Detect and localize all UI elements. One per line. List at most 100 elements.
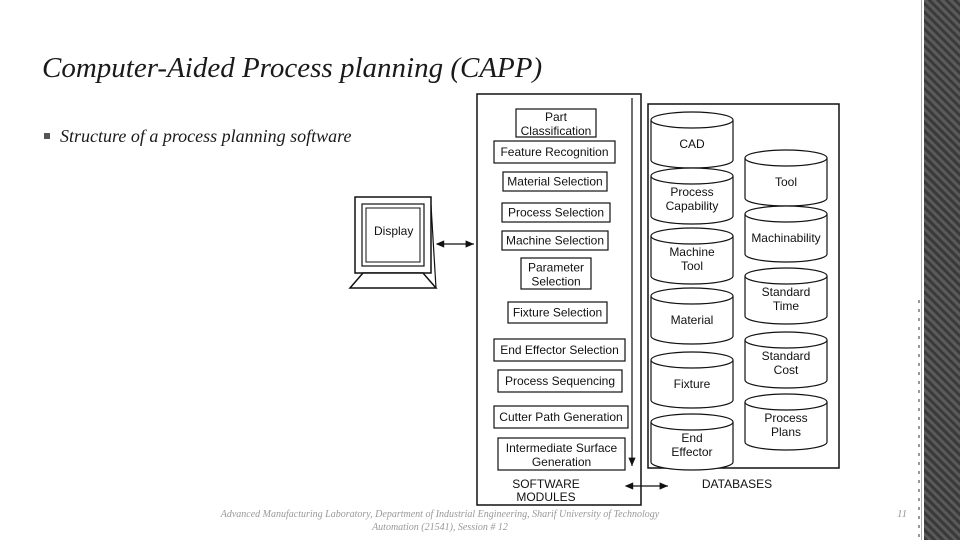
module-label: Machine Selection	[506, 234, 604, 248]
module-box: Feature Recognition	[493, 140, 616, 164]
database-cylinder-icon: Material	[650, 287, 734, 345]
display-monitor-icon	[348, 196, 438, 289]
module-box-outline	[497, 369, 623, 393]
module-box: Fixture Selection	[507, 301, 608, 324]
module-label-line1: Part	[545, 110, 568, 124]
page-number: 11	[897, 508, 908, 520]
module-box-outline	[502, 171, 608, 192]
module-label: Feature Recognition	[500, 145, 608, 159]
bullet-square-icon	[44, 132, 50, 139]
database-label-line1: Process	[764, 411, 807, 425]
module-box-outline	[493, 405, 629, 429]
database-label-line1: Standard	[762, 285, 811, 299]
slide-title: Computer-Aided Process planning (CAPP)	[42, 52, 543, 84]
cylinder-body	[650, 422, 734, 471]
cylinder-body	[744, 402, 828, 451]
module-label-line1: Parameter	[528, 261, 584, 275]
database-cylinder-icon: CAD	[650, 111, 734, 169]
decorative-divider-line	[921, 0, 922, 540]
cylinder-top	[650, 111, 734, 129]
database-label-line2: Capability	[666, 199, 719, 213]
software-modules-label-line1: SOFTWARE	[512, 477, 580, 491]
cylinder-body	[744, 340, 828, 389]
database-label: Material	[671, 313, 714, 327]
bullet-text: Structure of a process planning software	[60, 126, 352, 146]
bullet-item: Structure of a process planning software	[44, 126, 352, 147]
database-cylinder-icon: Tool	[744, 149, 828, 207]
database-label: Tool	[775, 175, 797, 189]
database-cylinder-icon: Machinability	[744, 205, 828, 263]
cylinder-body	[744, 276, 828, 325]
module-box-outline	[507, 301, 608, 324]
cylinder-body	[650, 296, 734, 345]
module-box: Process Selection	[501, 202, 611, 223]
cylinder-top	[744, 205, 828, 223]
databases-label: DATABASES	[702, 477, 772, 491]
database-label-line2: Tool	[681, 259, 703, 273]
database-label-line2: Cost	[774, 363, 799, 377]
decorative-side-stripe	[924, 0, 960, 540]
module-box: Material Selection	[502, 171, 608, 192]
module-label: Fixture Selection	[513, 306, 602, 320]
cylinder-body	[650, 236, 734, 285]
cylinder-top	[650, 167, 734, 185]
module-box-outline	[497, 437, 626, 471]
module-box-outline	[493, 338, 626, 362]
module-box-outline	[515, 108, 597, 138]
database-label-line1: Standard	[762, 349, 811, 363]
module-label: Cutter Path Generation	[499, 410, 622, 424]
software-modules-label-line2: MODULES	[516, 490, 575, 504]
module-label: Process Sequencing	[505, 374, 615, 388]
module-label-line2: Generation	[532, 455, 591, 469]
databases-list: CADProcessCapabilityMachineToolMaterialF…	[650, 111, 828, 471]
module-box-outline	[493, 140, 616, 164]
module-label: Process Selection	[508, 206, 604, 220]
module-box: Cutter Path Generation	[493, 405, 629, 429]
module-label-line2: Selection	[531, 275, 580, 289]
database-label: Machinability	[751, 231, 820, 245]
display-label: Display	[374, 224, 413, 238]
database-label-line2: Effector	[671, 445, 712, 459]
footer-line-1: Advanced Manufacturing Laboratory, Depar…	[220, 509, 660, 520]
module-label: End Effector Selection	[500, 343, 619, 357]
module-label-line2: Classification	[521, 124, 592, 138]
cylinder-top	[650, 413, 734, 431]
decorative-dashes	[918, 300, 920, 540]
cylinder-top	[744, 331, 828, 349]
module-box: Machine Selection	[501, 230, 609, 251]
module-box: Process Sequencing	[497, 369, 623, 393]
database-cylinder-icon: Fixture	[650, 351, 734, 409]
module-label: Material Selection	[507, 175, 602, 189]
module-label-line1: Intermediate Surface	[506, 441, 618, 455]
cylinder-top	[650, 227, 734, 245]
cylinder-body	[744, 214, 828, 263]
database-label-line1: Machine	[669, 245, 715, 259]
module-box-outline	[501, 202, 611, 223]
cylinder-body	[650, 176, 734, 225]
module-box-outline	[501, 230, 609, 251]
database-label: CAD	[679, 137, 705, 151]
database-label-line2: Plans	[771, 425, 801, 439]
module-box-outline	[520, 257, 592, 290]
cylinder-top	[744, 393, 828, 411]
database-label-line1: Process	[670, 185, 713, 199]
database-label-line2: Time	[773, 299, 800, 313]
cylinder-body	[650, 360, 734, 409]
cylinder-top	[650, 287, 734, 305]
module-box: End Effector Selection	[493, 338, 626, 362]
cylinder-top	[650, 351, 734, 369]
footer: Advanced Manufacturing Laboratory, Depar…	[190, 508, 690, 534]
database-label-line1: End	[681, 431, 702, 445]
database-label: Fixture	[674, 377, 711, 391]
